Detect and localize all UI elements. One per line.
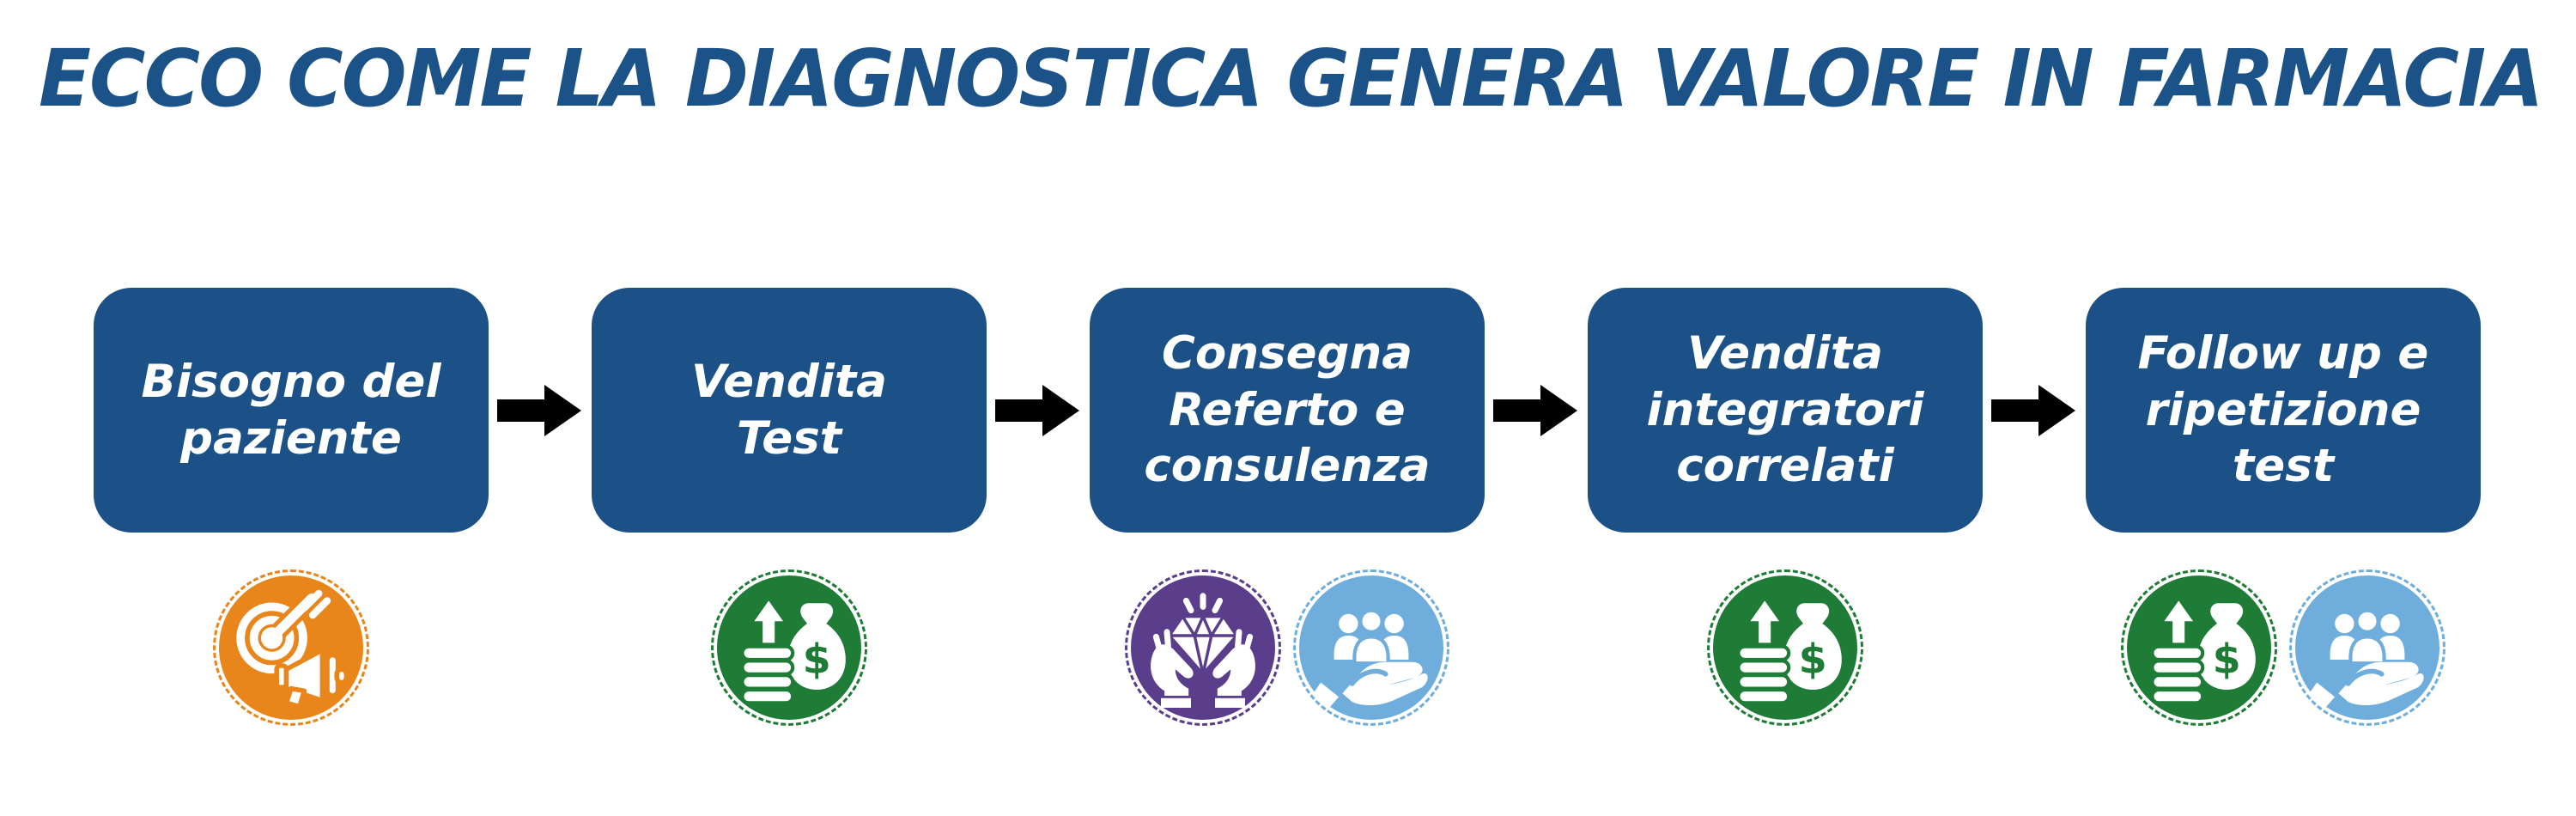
arrow-right-icon <box>1493 378 1579 443</box>
step-icons <box>711 569 867 726</box>
step-label-line: integratori <box>1646 383 1924 436</box>
arrow-right-icon <box>1991 378 2077 443</box>
flow-connector <box>1485 288 1588 533</box>
flow-connector <box>489 288 592 533</box>
step-label-line: Referto e <box>1169 383 1406 436</box>
step-follow-up: Follow up e ripetizione test <box>2086 288 2481 726</box>
step-label-line: correlati <box>1676 440 1894 493</box>
flow-connector <box>1983 288 2086 533</box>
step-label-line: Follow up e <box>2137 326 2429 380</box>
step-consegna-referto: Consegna Referto e consulenza <box>1090 288 1485 726</box>
revenue-growth-icon <box>2121 569 2277 726</box>
step-label-line: Test <box>736 411 842 465</box>
step-label-line: Consegna <box>1162 326 1413 380</box>
step-icons <box>2121 569 2445 726</box>
revenue-growth-icon <box>711 569 867 726</box>
step-icons <box>1125 569 1449 726</box>
step-box: Vendita integratori correlati <box>1588 288 1983 533</box>
step-label-line: Vendita <box>1686 326 1884 380</box>
step-label-line: Bisogno del <box>141 355 441 408</box>
step-box: Follow up e ripetizione test <box>2086 288 2481 533</box>
customer-care-icon <box>1293 569 1449 726</box>
process-flow: Bisogno del paziente Vendita Test <box>94 288 2481 726</box>
arrow-right-icon <box>995 378 1081 443</box>
revenue-growth-icon <box>1707 569 1863 726</box>
step-label-line: test <box>2232 440 2335 493</box>
target-marketing-icon <box>213 569 369 726</box>
value-in-hands-icon <box>1125 569 1281 726</box>
page-title: ECCO COME LA DIAGNOSTICA GENERA VALORE I… <box>39 33 2543 125</box>
step-label-line: paziente <box>180 411 402 465</box>
customer-care-icon <box>2289 569 2445 726</box>
step-label-line: Vendita <box>690 355 888 408</box>
step-vendita-integratori: Vendita integratori correlati <box>1588 288 1983 726</box>
step-box: Consegna Referto e consulenza <box>1090 288 1485 533</box>
step-icons <box>1707 569 1863 726</box>
step-box: Vendita Test <box>592 288 987 533</box>
step-box: Bisogno del paziente <box>94 288 489 533</box>
step-bisogno-del-paziente: Bisogno del paziente <box>94 288 489 726</box>
step-label-line: ripetizione <box>2145 383 2421 436</box>
step-label-line: consulenza <box>1144 440 1431 493</box>
step-vendita-test: Vendita Test <box>592 288 987 726</box>
flow-connector <box>987 288 1090 533</box>
step-icons <box>213 569 369 726</box>
arrow-right-icon <box>497 378 583 443</box>
